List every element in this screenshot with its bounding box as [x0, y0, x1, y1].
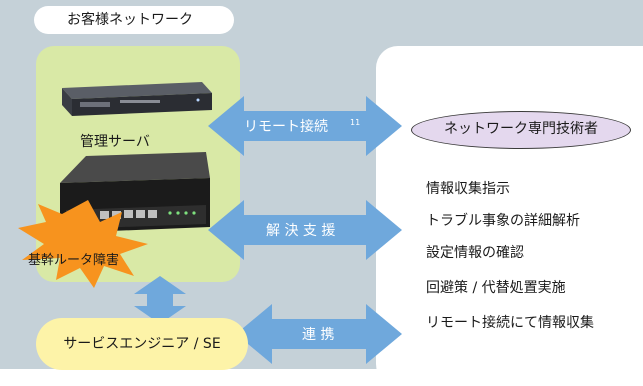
task-item: 回避策 / 代替処置実施	[426, 280, 566, 296]
vertical-link-arrow	[134, 276, 186, 324]
server-label: 管理サーバ	[80, 134, 150, 150]
cooperation-label: 連 携	[302, 327, 335, 343]
expert-label: ネットワーク専門技術者	[411, 111, 631, 149]
cooperation-arrow	[236, 304, 402, 364]
task-item: 設定情報の確認	[426, 245, 524, 261]
task-item: トラブル事象の詳細解析	[426, 213, 580, 229]
diagram-graphics	[18, 82, 402, 364]
remote-connection-arrow	[208, 96, 402, 156]
support-arrow	[208, 200, 402, 260]
task-item: 情報収集指示	[426, 181, 510, 197]
router-failure-label: 基幹ルータ障害	[28, 253, 120, 268]
support-label: 解 決 支 援	[266, 223, 336, 239]
service-engineer-pill: サービスエンジニア / SE	[36, 318, 248, 370]
server-icon	[62, 82, 212, 116]
remote-connection-label: リモート接続	[244, 119, 328, 135]
task-item: リモート接続にて情報収集	[426, 315, 594, 331]
network-support-diagram: お客様ネットワーク	[0, 0, 643, 370]
remote-note: 11	[350, 118, 361, 127]
expert-zone	[376, 46, 643, 386]
failure-burst-icon	[18, 200, 148, 288]
customer-network-title: お客様ネットワーク	[34, 6, 234, 34]
